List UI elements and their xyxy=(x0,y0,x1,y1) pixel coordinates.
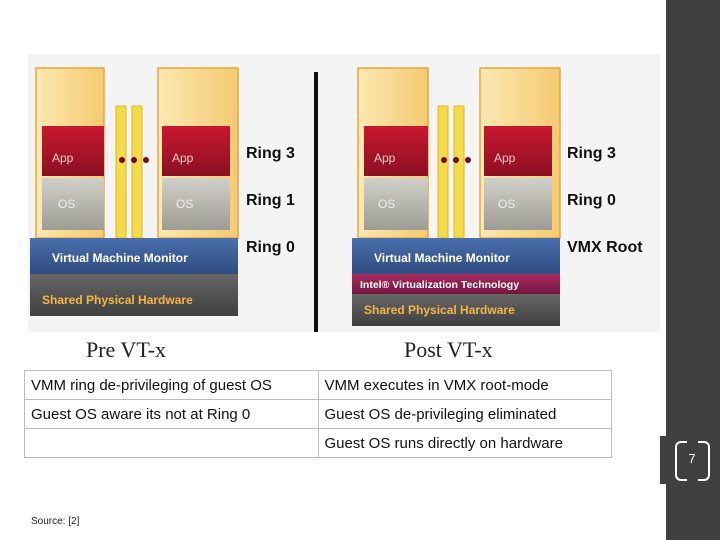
table-cell: Guest OS aware its not at Ring 0 xyxy=(24,399,319,429)
pre-vmm-bar xyxy=(30,238,238,274)
post-app-label-1: App xyxy=(374,151,396,165)
pre-hw-bar xyxy=(30,274,238,316)
post-app-box-2 xyxy=(484,126,552,176)
post-ring-label-2: Ring 0 xyxy=(567,192,616,209)
right-bracket-icon xyxy=(698,441,710,481)
pre-app-box-2 xyxy=(162,126,230,176)
post-app-box-1 xyxy=(364,126,428,176)
pre-ring-label-3: Ring 0 xyxy=(246,239,295,256)
left-bracket-icon xyxy=(675,441,687,481)
post-vmm-bar xyxy=(352,238,560,274)
post-os-box-2 xyxy=(484,178,552,230)
pre-os-box-2 xyxy=(162,178,230,230)
pre-hw-label: Shared Physical Hardware xyxy=(42,293,193,307)
pre-os-box-1 xyxy=(42,178,104,230)
table-cell: Guest OS runs directly on hardware xyxy=(317,428,612,458)
pre-vtx-stack: App OS App OS Virtual Machine Monitor Sh… xyxy=(30,67,295,316)
pre-os-label-1: OS xyxy=(58,197,75,211)
post-frame-slot-2 xyxy=(453,105,465,239)
post-app-label-2: App xyxy=(494,151,516,165)
pre-ring-label-2: Ring 1 xyxy=(246,192,295,209)
pre-app-box-1 xyxy=(42,126,104,176)
pre-frame-slot-2 xyxy=(131,105,143,239)
pre-vtx-caption: Pre VT-x xyxy=(86,337,167,362)
post-os-label-2: OS xyxy=(498,197,515,211)
post-dot-3 xyxy=(465,157,471,163)
pre-dot-3 xyxy=(143,157,149,163)
post-os-label-1: OS xyxy=(378,197,395,211)
post-vtx-caption: Post VT-x xyxy=(404,337,493,362)
post-vt-label: Intel® Virtualization Technology xyxy=(360,279,519,291)
virtualization-diagram: App OS App OS Virtual Machine Monitor Sh… xyxy=(28,54,660,332)
pre-app-label-2: App xyxy=(172,151,194,165)
table-cell xyxy=(24,428,319,458)
table-cell: VMM executes in VMX root-mode xyxy=(317,370,612,400)
diagram-divider xyxy=(314,72,318,332)
table-row: Guest OS runs directly on hardware xyxy=(24,428,612,458)
post-hw-bar xyxy=(352,294,560,326)
post-ring-label-1: Ring 3 xyxy=(567,145,616,162)
post-os-box-1 xyxy=(364,178,428,230)
slide-number-badge: 7 xyxy=(660,436,720,484)
post-hw-label: Shared Physical Hardware xyxy=(364,303,515,317)
table-cell: Guest OS de-privileging eliminated xyxy=(317,399,612,429)
table-row: VMM ring de-privileging of guest OS VMM … xyxy=(24,370,612,400)
post-vtx-stack: App OS App OS Virtual Machine Monitor In… xyxy=(352,67,643,326)
post-dot-1 xyxy=(441,157,447,163)
table-row: Guest OS aware its not at Ring 0 Guest O… xyxy=(24,399,612,429)
slide-number: 7 xyxy=(688,451,696,466)
pre-dot-1 xyxy=(119,157,125,163)
table-cell: VMM ring de-privileging of guest OS xyxy=(24,370,319,400)
pre-vmm-label: Virtual Machine Monitor xyxy=(52,251,188,265)
post-dot-2 xyxy=(453,157,459,163)
pre-os-label-2: OS xyxy=(176,197,193,211)
post-frame-slot-1 xyxy=(437,105,449,239)
pre-ring-label-1: Ring 3 xyxy=(246,145,295,162)
source-citation: Source: [2] xyxy=(31,516,80,527)
post-vmm-label: Virtual Machine Monitor xyxy=(374,251,510,265)
pre-frame-slot-1 xyxy=(115,105,127,239)
pre-app-label-1: App xyxy=(52,151,74,165)
pre-dot-2 xyxy=(131,157,137,163)
post-ring-label-3: VMX Root xyxy=(567,239,643,256)
post-vt-bar xyxy=(352,274,560,294)
comparison-table: VMM ring de-privileging of guest OS VMM … xyxy=(24,370,612,458)
